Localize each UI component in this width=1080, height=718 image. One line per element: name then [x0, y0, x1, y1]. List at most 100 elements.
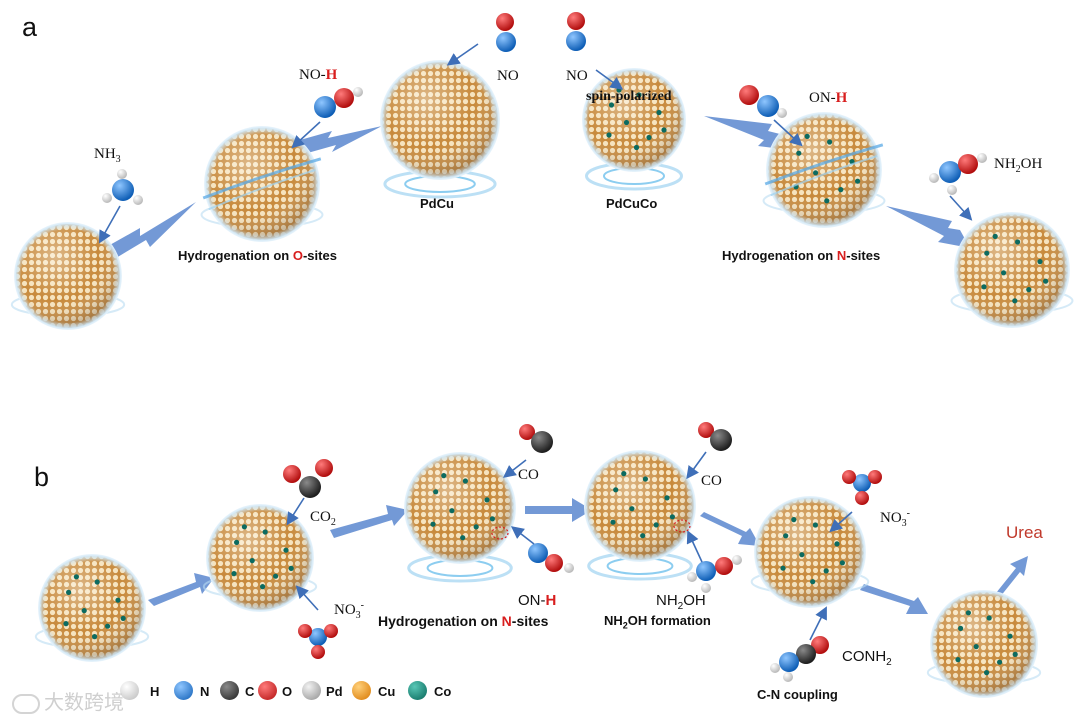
cobalt-site-dot — [460, 535, 466, 541]
pointer-arrow — [686, 451, 707, 480]
cobalt-site-dot — [608, 102, 615, 108]
cobalt-site-dot — [646, 134, 652, 141]
legend-label-co: Co — [434, 684, 452, 699]
label-conh2: CONH2 — [842, 649, 892, 668]
panel-b-arrows — [148, 498, 1028, 614]
label-co2-main: CO — [310, 509, 331, 525]
active-site-ring — [673, 519, 691, 533]
label-noh-prefix: NO- — [299, 67, 326, 83]
label-nh2oh-b: NH2OH — [656, 593, 706, 612]
pointer-arrow — [446, 43, 479, 66]
label-hydro-n-a-post: -sites — [846, 248, 881, 263]
no3-molecule-right — [842, 470, 882, 505]
label-hydro-o-pre: Hydrogenation on — [178, 248, 293, 263]
label-hydro-o: Hydrogenation on O-sites — [178, 249, 337, 262]
atom-h — [102, 193, 112, 203]
cobalt-site-dot — [489, 516, 495, 522]
legend-ball-cu — [352, 681, 371, 700]
cobalt-site-dot — [621, 471, 627, 477]
arrow-urea — [992, 556, 1028, 602]
label-urea: Urea — [1006, 523, 1043, 542]
cobalt-site-dot — [997, 659, 1003, 665]
cobalt-site-dot — [958, 625, 964, 632]
b-co-sphere — [404, 452, 516, 583]
label-nh3-sub: 3 — [115, 154, 121, 165]
label-onh-b-h: H — [545, 592, 557, 609]
label-hydro-o-site: O — [292, 248, 303, 263]
label-nh2oh-b-1: NH — [656, 592, 678, 609]
cobalt-site-dot — [984, 670, 990, 676]
pointer-arrow — [595, 69, 624, 90]
onh-molecule-b — [528, 543, 574, 573]
cobalt-site-dot — [462, 478, 468, 484]
cobalt-site-dot — [66, 589, 72, 596]
label-spin-polarized: spin-polarized — [586, 89, 672, 104]
label-no3-right: NO3- — [880, 509, 910, 529]
cobalt-site-dot — [827, 139, 833, 145]
legend-label-h: H — [150, 684, 160, 699]
cobalt-site-dot — [981, 284, 987, 290]
cobalt-site-dot — [986, 615, 992, 621]
cobalt-site-dot — [799, 552, 805, 558]
cobalt-site-dot — [823, 568, 829, 574]
atom-n — [566, 31, 586, 51]
atom-o — [334, 88, 354, 108]
atom-n — [779, 652, 799, 672]
arrow-b4 — [700, 512, 760, 546]
atom-h — [117, 169, 127, 179]
legend-ball-co — [408, 681, 427, 700]
pointer-arrow — [809, 606, 827, 641]
legend-ball-o — [258, 681, 277, 700]
label-onh-h: H — [835, 90, 848, 106]
atom-h — [353, 87, 363, 97]
onh-sphere — [762, 112, 886, 228]
label-nh2oh-a-sub: 2 — [1015, 164, 1021, 175]
label-no3-right-sign: - — [906, 508, 911, 519]
molecules — [102, 12, 987, 682]
label-no-left: NO — [497, 68, 519, 84]
cobalt-site-dot — [262, 529, 268, 535]
atom-o — [715, 557, 733, 575]
cobalt-site-dot — [810, 579, 816, 585]
cobalt-site-dot — [804, 133, 810, 139]
arrow-pdcu-to-noh — [300, 126, 382, 154]
label-no3-left-sup: 3 — [355, 610, 361, 621]
atom-o — [958, 154, 978, 174]
arrow-b1 — [148, 573, 214, 606]
cobalt-site-dot — [1037, 259, 1043, 265]
pointer-arrow — [829, 511, 853, 533]
co2-molecule — [283, 459, 333, 498]
pointer-arrow — [686, 530, 703, 563]
cobalt-site-dot — [441, 473, 447, 479]
atom-n — [112, 179, 134, 201]
atom-o — [567, 12, 585, 30]
pdcuco-sphere — [582, 68, 686, 191]
cobalt-site-dot — [623, 119, 630, 126]
cobalt-site-dot — [653, 522, 659, 528]
cobalt-site-dot — [669, 514, 676, 520]
cobalt-site-dot — [115, 597, 121, 603]
cobalt-site-dot — [260, 584, 266, 590]
label-co-1: CO — [518, 467, 539, 483]
cobalt-site-dot — [120, 615, 126, 622]
label-pdcuco: PdCuCo — [606, 196, 658, 211]
legend-label-cu: Cu — [378, 684, 396, 699]
pointer-arrow — [98, 205, 121, 244]
onh-molecule — [739, 85, 787, 118]
atom-o — [519, 424, 535, 440]
atom-h — [732, 555, 742, 565]
cobalt-site-dot — [241, 524, 247, 530]
watermark: 大数跨境 — [12, 686, 124, 715]
atom-n — [309, 628, 327, 646]
atom-h — [564, 563, 574, 573]
atom-o — [868, 470, 882, 484]
arrow-b2 — [330, 505, 408, 538]
cobalt-site-dot — [234, 539, 240, 546]
cobalt-site-dot — [273, 573, 279, 579]
catalyst-spheres — [10, 60, 1074, 698]
cobalt-site-dot — [1026, 287, 1032, 293]
legend-ball-pd — [302, 681, 321, 700]
watermark-text: 大数跨境 — [44, 690, 124, 714]
label-hydro-n-b-pre: Hydrogenation on — [378, 613, 502, 629]
